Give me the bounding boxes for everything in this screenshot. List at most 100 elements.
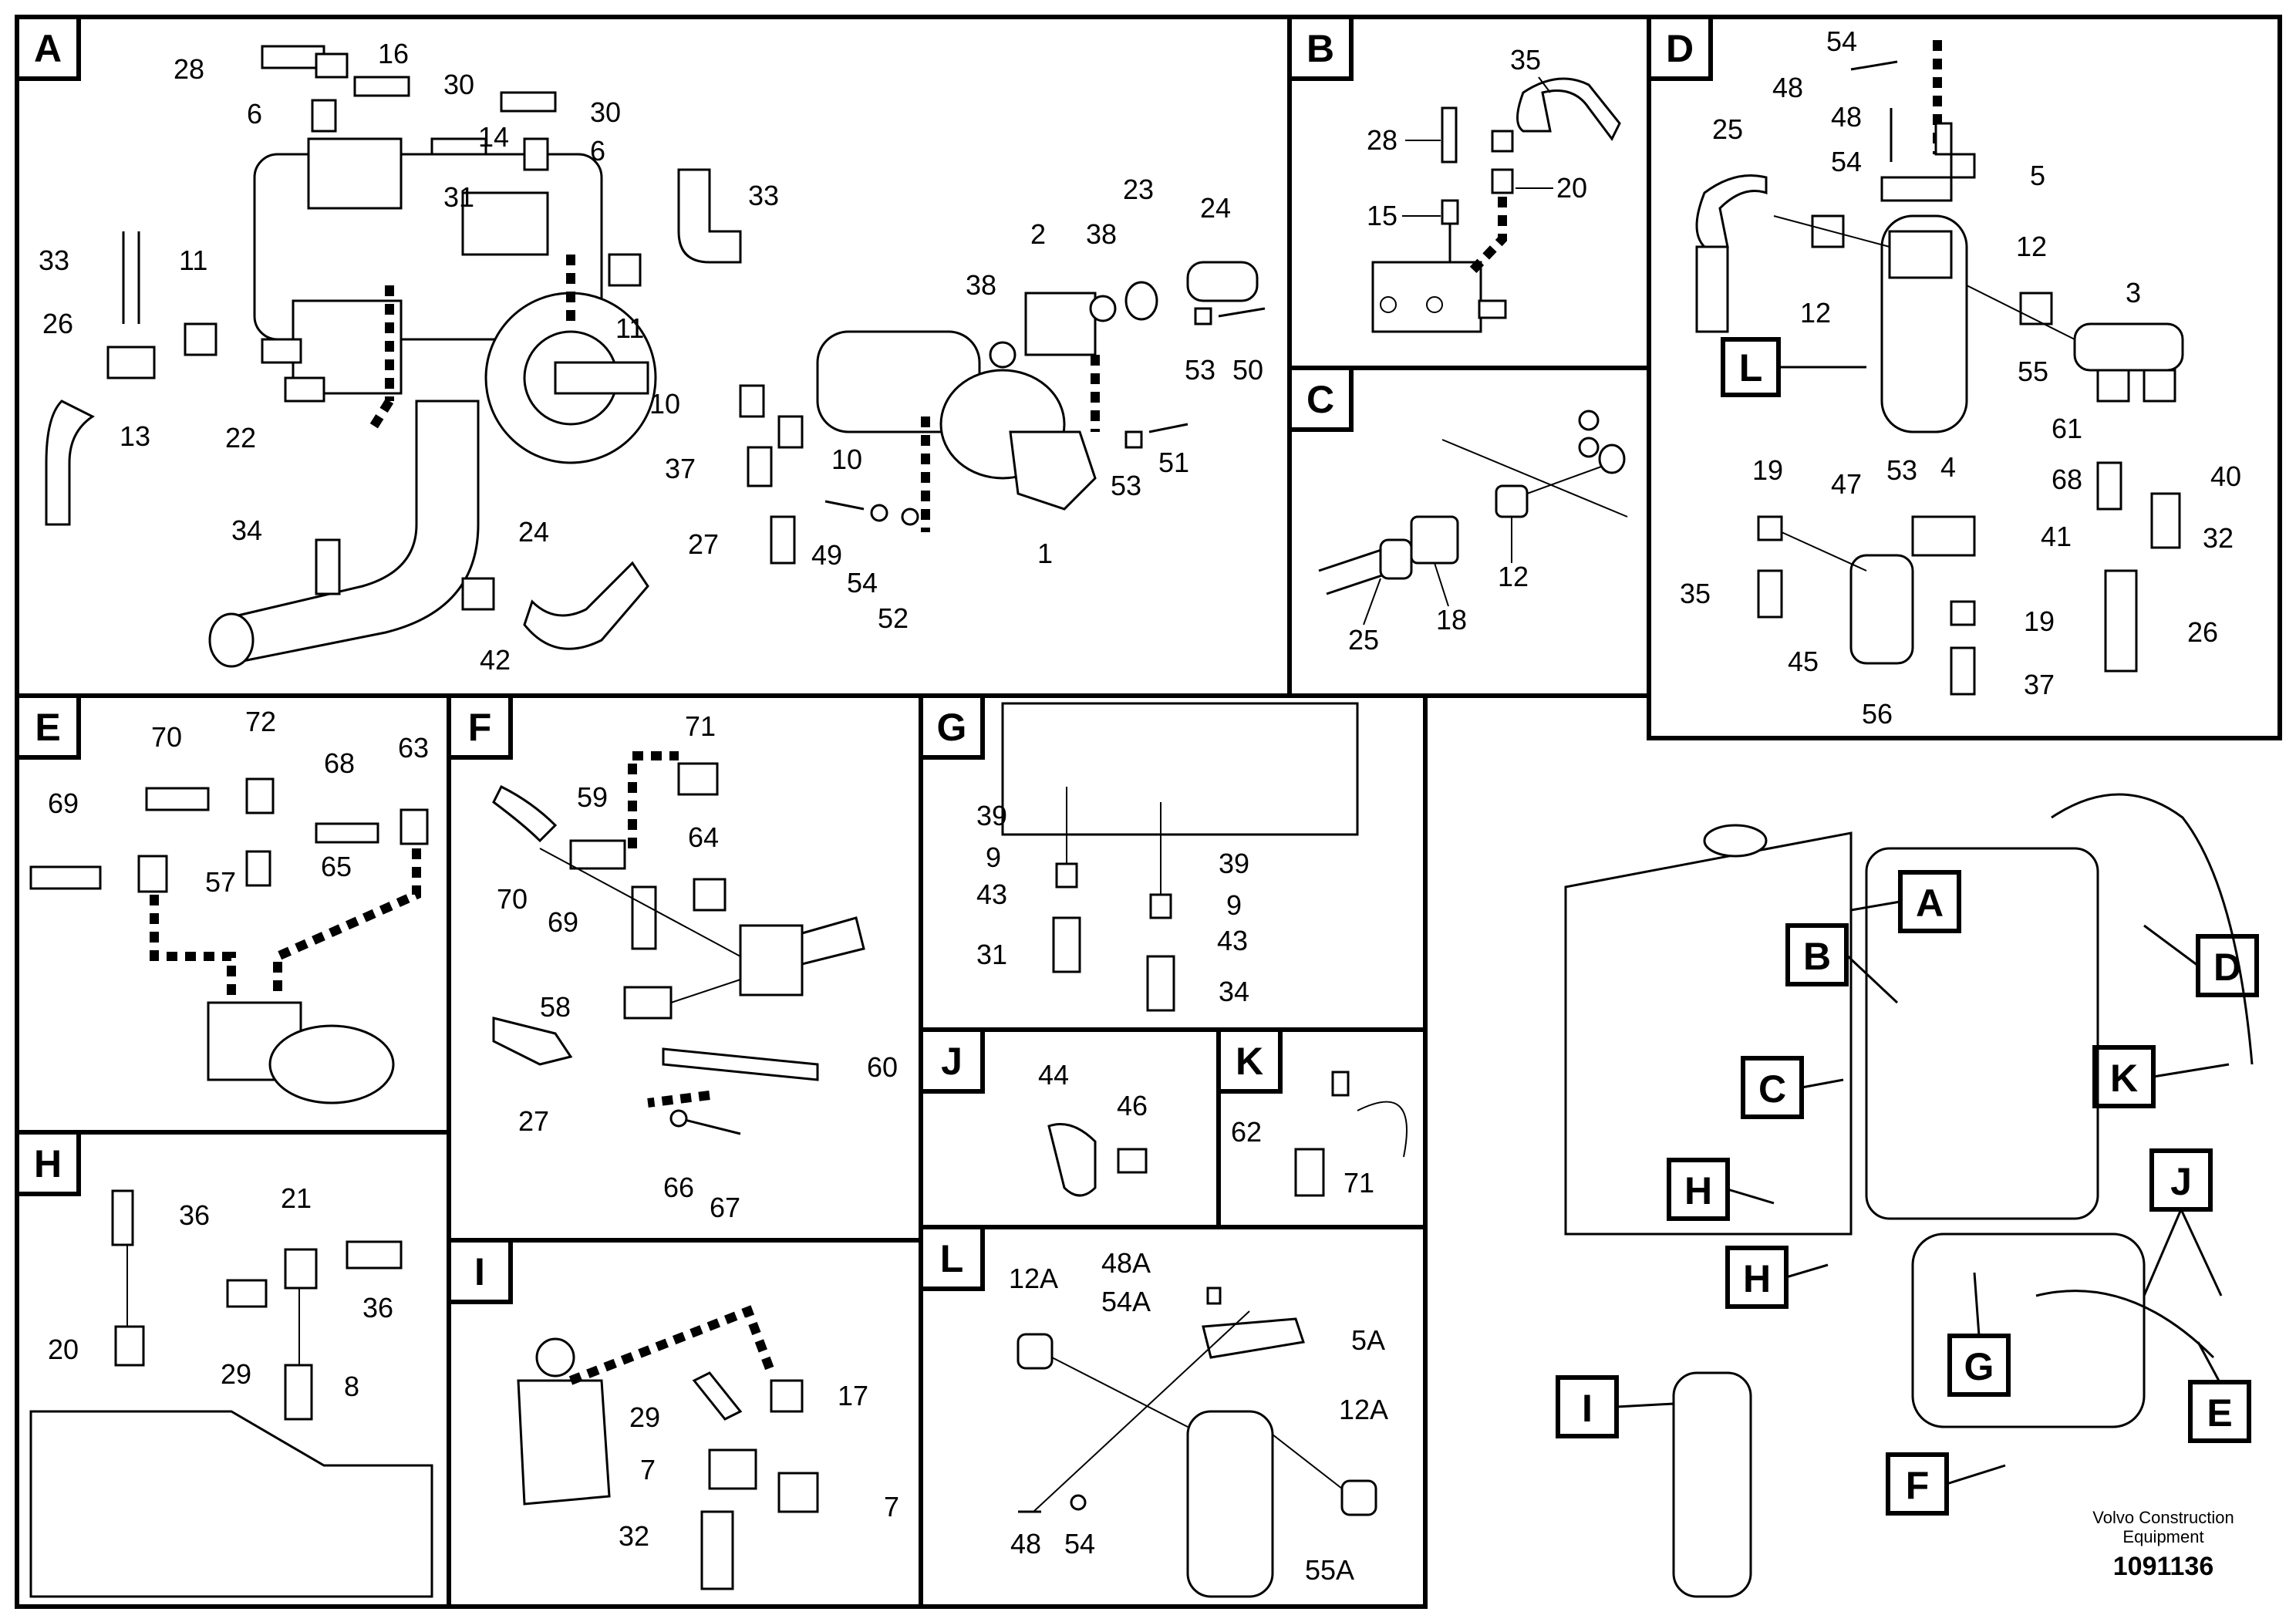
pump-flange-e [268,1024,395,1104]
label-e-68: 68 [324,747,355,779]
badge-i: I [447,1238,513,1304]
hose-32-d [2150,492,2181,549]
label-c-12: 12 [1498,561,1529,592]
panel-f-drawing [492,751,865,1135]
washer-66-f [669,1109,688,1128]
callout-c: C [1741,1056,1804,1119]
adapter-6a [311,99,337,133]
label-g-34: 34 [1219,976,1249,1007]
svg-text:B: B [1306,27,1334,70]
label-f-71: 71 [685,710,716,742]
label-d-5: 5 [2030,160,2045,191]
fitting-22a [261,338,302,364]
hose-30a [353,76,410,97]
valve-plate-i [517,1379,611,1506]
overview-leaders [1616,900,2230,1485]
label-a-2: 2 [1030,218,1046,250]
label-a-38: 38 [1086,218,1117,250]
svg-text:I: I [474,1250,485,1293]
label-d-53: 53 [1886,454,1917,486]
washer-53a [1194,307,1212,325]
label-f-59: 59 [577,781,608,813]
hose-34-g [1146,955,1175,1012]
label-a-33: 33 [748,180,779,211]
panel-f-labels: 71 59 64 70 69 58 27 60 66 67 [497,710,898,1223]
dash-line-a1 [366,285,394,435]
fitting-11-right [608,253,642,287]
panel-d-frame [1647,15,2282,740]
brand-line-2: Equipment [2122,1527,2203,1546]
label-a-6b: 6 [590,135,605,167]
footer: Volvo Construction Equipment 1091136 [2092,1508,2234,1581]
label-d-12b: 12 [2016,231,2047,262]
label-a-14: 14 [478,121,509,153]
badge-f: F [447,693,513,760]
panel-g-drawing [1001,702,1359,1012]
hose-26 [45,400,95,526]
label-a-49: 49 [811,539,842,571]
label-g-9b: 9 [1226,889,1242,921]
label-d-54b: 54 [1831,146,1862,177]
label-g-31: 31 [976,939,1007,970]
panel-d-drawing: L [1695,40,2184,696]
label-h-36: 36 [179,1199,210,1231]
bracket-5a-l [1202,1317,1305,1359]
hose-35-b [1516,77,1621,141]
hose-25-d [1695,174,1768,248]
fitting-12-c [1495,484,1529,518]
label-c-25: 25 [1348,624,1379,656]
svg-text:G: G [937,706,967,749]
label-d-26: 26 [2187,616,2218,648]
label-a-42: 42 [480,644,511,676]
label-a-54: 54 [847,567,878,599]
callout-j: J [2149,1148,2213,1212]
bolt-46-j [1117,1148,1148,1174]
svg-text:E: E [35,706,60,749]
label-d-55: 55 [2018,356,2048,387]
label-h-36b: 36 [362,1292,393,1324]
label-g-9: 9 [986,841,1001,873]
bracket-4-d [1911,515,1976,557]
svg-text:H: H [1743,1257,1771,1300]
label-l-48: 48 [1010,1528,1041,1560]
hose-35-d [1757,569,1783,619]
valve-body-h [29,1410,433,1598]
label-b-28: 28 [1367,124,1397,156]
fitting-22b [284,376,325,403]
suction-pipe-end [208,612,255,668]
label-d-54: 54 [1826,25,1857,57]
bracket-5-d [1880,122,1976,202]
svg-text:D: D [2213,946,2241,989]
fitting-14 [430,137,487,156]
svg-text:H: H [34,1142,62,1185]
label-a-26: 26 [42,308,73,339]
fitting-12-d-left [1811,214,1845,248]
svg-text:L: L [940,1237,964,1280]
oring-38b [1089,295,1117,322]
label-i-17: 17 [838,1380,868,1411]
callout-i: I [1556,1375,1619,1438]
tee-58-f [623,986,673,1020]
label-a-28: 28 [174,53,204,85]
callout-d: D [2196,934,2259,997]
label-a-23: 23 [1123,174,1154,205]
fitting-20-b [1491,168,1514,194]
bolt-50 [1218,307,1266,318]
oring-38a [989,341,1017,369]
label-d-19b: 19 [2024,605,2055,637]
label-f-67: 67 [710,1192,740,1223]
label-j-46: 46 [1117,1090,1148,1121]
label-l-5a: 5A [1351,1324,1385,1356]
hose-24-bottom [523,561,649,650]
panel-frames [15,15,2282,1609]
panel-k-drawing [1294,1071,1408,1197]
label-l-54: 54 [1064,1528,1095,1560]
label-i-32: 32 [619,1520,649,1552]
label-d-3: 3 [2126,277,2141,309]
suction-pipe [230,400,480,665]
svg-text:E: E [2207,1391,2232,1435]
badge-k: K [1216,1027,1283,1094]
label-j-44: 44 [1038,1059,1069,1091]
fitting-15-b [1441,199,1459,225]
